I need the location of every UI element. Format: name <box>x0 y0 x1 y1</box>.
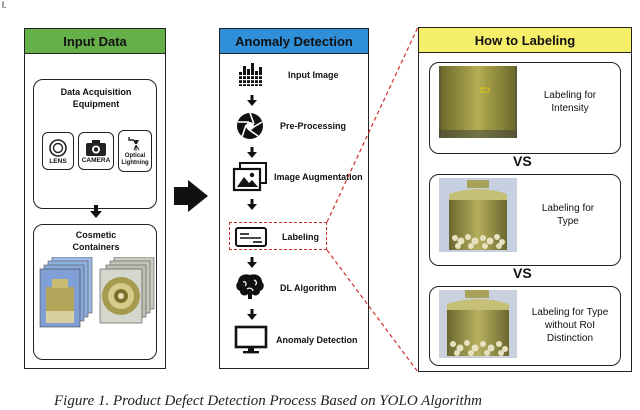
lens-icon <box>49 138 67 157</box>
containers-title: Cosmetic Containers <box>72 230 120 252</box>
labeling-intensity-text: Labeling for Intensity <box>543 90 597 114</box>
brain-icon <box>236 274 264 299</box>
big-arrow-icon <box>174 180 208 212</box>
step-arrow-2-icon <box>247 147 257 158</box>
input-data-header: Input Data <box>25 29 165 54</box>
step-anomaly-detection-label: Anomaly Detection <box>276 335 358 345</box>
step-image-augmentation-label: Image Augmentation <box>274 172 363 182</box>
camera-icon <box>86 139 106 156</box>
vs-separator-1: VS <box>513 153 532 169</box>
step-arrow-4-icon <box>247 257 257 268</box>
labeling-type-text: Labeling for Type <box>541 203 595 227</box>
optical-lightning-item: Optical Lightning <box>118 130 152 172</box>
arrow-down-icon <box>90 205 102 218</box>
labeling-type-no-roi-text: Labeling for Type without RoI Distinctio… <box>531 307 609 344</box>
type-no-roi-photo <box>439 290 517 358</box>
figure-caption: Figure 1. Product Defect Detection Proce… <box>54 393 482 409</box>
how-to-labeling-title: How to Labeling <box>474 32 576 48</box>
container-top-images <box>99 257 155 324</box>
step-labeling-label: Labeling <box>282 232 320 242</box>
labeling-highlight <box>229 222 327 250</box>
input-image-icon <box>238 63 264 86</box>
optical-lightning-icon <box>128 137 140 151</box>
step-arrow-1-icon <box>247 95 257 106</box>
containers-box: Cosmetic Containers <box>33 224 157 360</box>
top-fragment: l. <box>2 0 7 10</box>
type-photo <box>439 178 517 252</box>
intensity-photo <box>439 66 517 138</box>
step-dl-algorithm-label: DL Algorithm <box>280 283 337 293</box>
anomaly-detection-title: Anomaly Detection <box>235 33 353 49</box>
aperture-icon <box>237 112 263 139</box>
container-side-images <box>39 257 93 328</box>
how-to-labeling-header: How to Labeling <box>419 28 631 53</box>
camera-label: CAMERA <box>81 156 111 164</box>
step-arrow-5-icon <box>247 309 257 320</box>
optical-lightning-label: Optical Lightning <box>121 153 149 166</box>
images-icon <box>232 162 267 192</box>
labeling-icon <box>235 227 267 247</box>
anomaly-detection-header: Anomaly Detection <box>220 29 368 54</box>
lens-item: LENS <box>42 132 74 170</box>
equipment-title: Data Acquisition Equipment <box>60 87 132 109</box>
input-data-title: Input Data <box>63 33 127 49</box>
step-pre-processing-label: Pre-Processing <box>280 121 347 131</box>
vs-separator-2: VS <box>513 265 532 281</box>
camera-item: CAMERA <box>78 132 114 170</box>
input-data-panel: Input Data Data Acquisition Equipment LE… <box>24 28 166 369</box>
monitor-icon <box>234 325 268 354</box>
step-input-image-label: Input Image <box>288 70 339 80</box>
step-arrow-3-icon <box>247 199 257 210</box>
lens-label: LENS <box>49 157 67 165</box>
